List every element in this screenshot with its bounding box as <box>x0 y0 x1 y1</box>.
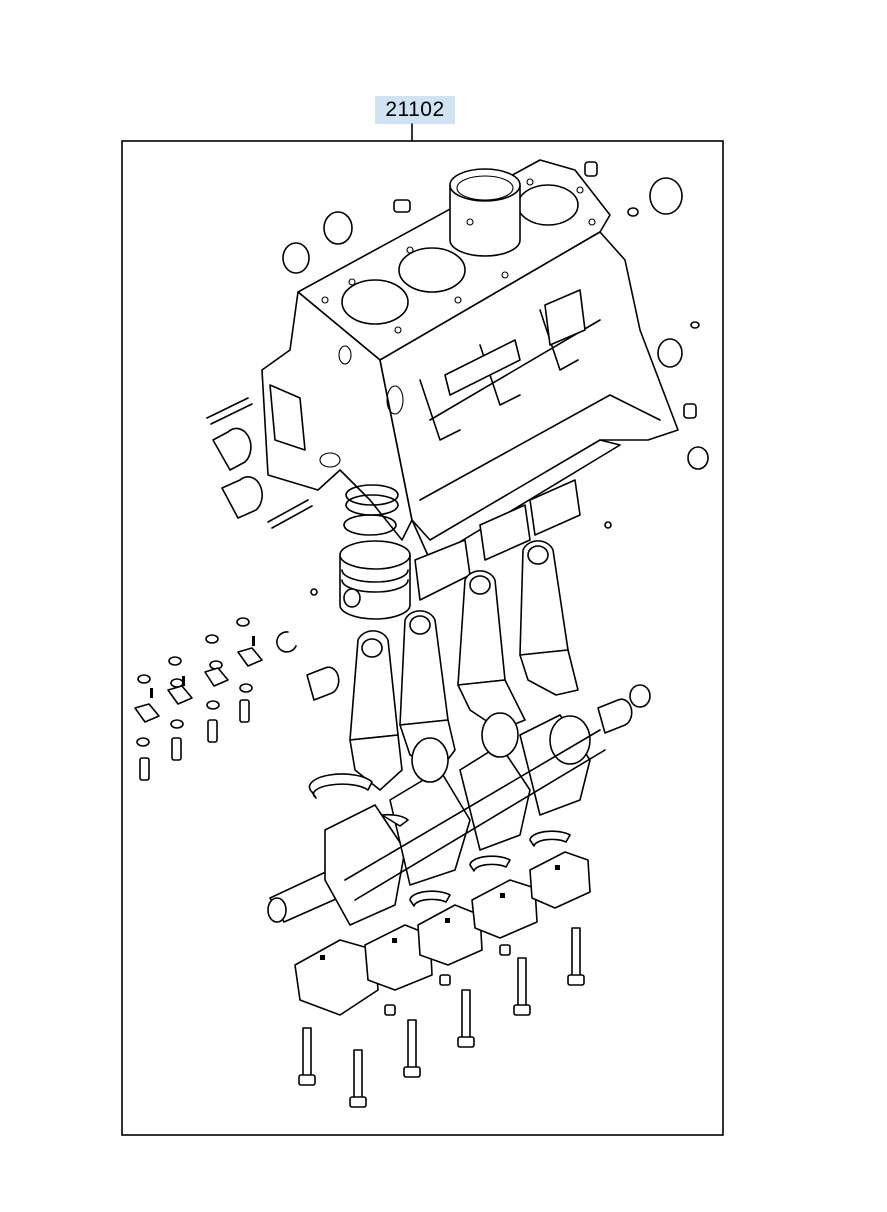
crankshaft[interactable] <box>267 712 606 926</box>
bushings-right[interactable] <box>584 161 709 470</box>
bushings-left[interactable] <box>212 211 353 519</box>
main-bearing-bolts[interactable] <box>298 927 585 1108</box>
assembly-frame <box>121 140 724 1136</box>
dowel-pins[interactable] <box>206 199 411 529</box>
thrust-bushings[interactable] <box>276 521 651 734</box>
piston-assembly[interactable] <box>339 479 581 620</box>
cylinder-block[interactable] <box>261 159 679 561</box>
part-number-label[interactable]: 21102 <box>375 96 455 124</box>
main-bearing-caps[interactable] <box>294 851 591 1016</box>
small-hardware[interactable] <box>134 617 263 781</box>
main-bearing-shells[interactable] <box>308 773 571 907</box>
